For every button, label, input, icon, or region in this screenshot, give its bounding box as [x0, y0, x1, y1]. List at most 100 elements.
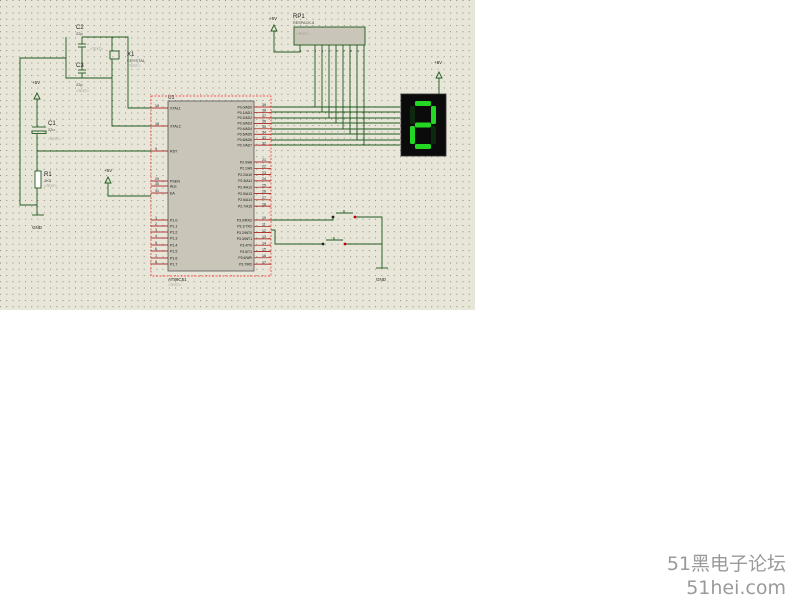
wire-segment [355, 216, 383, 268]
wire-segment [111, 78, 151, 127]
u1-pin-number: 22 [262, 165, 266, 169]
u1-pin-name: ALE [170, 184, 177, 188]
u1-pin-name: PSEN [170, 179, 180, 183]
u1-pin-number: 4 [155, 234, 157, 238]
u1-pin-name: P0.2/AD2 [237, 116, 252, 120]
u1-text: <TEXT> [168, 283, 181, 287]
u1-pin-name: P0.3/AD3 [237, 122, 252, 126]
rp1-pin-number: 1 [300, 49, 302, 53]
rp1-pin-number: 4 [322, 49, 324, 53]
u1-pin-name: P3.0/RXD [237, 218, 253, 222]
u1-pin-number: 38 [262, 109, 266, 113]
u1-pin-name: P2.1/A9 [240, 167, 252, 171]
rp1-pin-number: 2 [307, 49, 309, 53]
ground-right: GND [376, 267, 388, 282]
u1-pin-number: 35 [262, 125, 266, 129]
u1-pin-name: P3.7/RD [239, 262, 252, 266]
u1-pin-number: 15 [262, 248, 266, 252]
u1-pin-name: XTAL2 [170, 124, 181, 128]
wire-segment [81, 59, 113, 79]
u1-pin-number: 29 [155, 177, 159, 181]
segment-d [415, 144, 431, 149]
gnd-left-label: GND [32, 225, 43, 230]
u1-pin-name: EA [170, 191, 175, 195]
capacitor-c2[interactable]: C2 22p <TEXT> [76, 25, 103, 51]
rp1-pin-number: 7 [343, 49, 345, 53]
u1-pin-number: 21 [262, 158, 266, 162]
u1-pin-name: P1.6 [170, 256, 177, 260]
pushbutton-1[interactable] [331, 210, 357, 219]
resistor-r1[interactable]: R1 1K0 <TEXT> [34, 170, 57, 189]
rp1-pin-number: 3 [314, 49, 316, 53]
rp1-pin-number: 9 [358, 49, 360, 53]
power-vcc-c1: +5V [32, 80, 41, 100]
u1-pin-name: XTAL1 [170, 106, 181, 110]
rp1-text: <TEXT> [296, 32, 309, 36]
u1-pin-number: 11 [262, 223, 266, 227]
u1-pin-number: 34 [262, 130, 266, 134]
capacitor-c3[interactable]: C3 22p <TEXT> [76, 63, 89, 93]
u1-pin-name: P0.6/AD6 [237, 138, 252, 142]
u1-pin-number: 7 [155, 254, 157, 258]
u1-pin-number: 5 [155, 241, 157, 245]
pushbutton-2[interactable] [321, 237, 347, 246]
u1-pin-name: P3.5/T1 [240, 250, 252, 254]
crystal-x1[interactable]: X1 CRYSTAL <TEXT> [109, 50, 146, 68]
watermark-line-1: 51黑电子论坛 [666, 553, 786, 575]
c2-value: 22p [76, 31, 83, 36]
u1-pin-name: P2.4/A12 [238, 186, 252, 190]
seven-segment-display[interactable]: 2 [0, 0, 447, 157]
u1-pin-number: 9 [155, 147, 157, 151]
u1-pin-number: 2 [155, 222, 157, 226]
u1-pin-number: 10 [262, 216, 266, 220]
u1-pin-number: 39 [262, 103, 266, 107]
u1-pin-name: P0.5/AD5 [237, 133, 252, 137]
u1-pin-number: 6 [155, 247, 157, 251]
vcc-c1-label: +5V [32, 80, 40, 85]
x1-value: CRYSTAL [127, 58, 146, 63]
u1-pin-name: P3.6/WR [238, 256, 252, 260]
u1-pin-number: 12 [262, 229, 266, 233]
schematic-canvas: C2 22p <TEXT> C3 22p <TEXT> X1 CRYSTAL <… [0, 0, 475, 310]
u1-pin-number: 33 [262, 136, 266, 140]
u1-pin-name: P1.2 [170, 230, 177, 234]
capacitor-c1[interactable]: C1 22u <TEXT> [31, 121, 61, 141]
rp1-pin-number: 5 [329, 49, 331, 53]
u1-pin-number: 19 [155, 104, 159, 108]
u1-pin-number: 31 [155, 189, 159, 193]
c3-value: 22p [76, 82, 83, 87]
rp1-pin-number: 8 [350, 49, 352, 53]
segment-e [410, 126, 415, 144]
wire-segment [112, 36, 151, 109]
gnd-right-label: GND [376, 277, 387, 282]
u1-pin-name: P0.0/AD0 [237, 105, 252, 109]
u1-pin-name: P1.7 [170, 262, 177, 266]
u1-pin-number: 32 [262, 141, 266, 145]
wires [19, 31, 440, 268]
vcc-rp-label: +5V [269, 16, 277, 21]
c1-ref: C1 [48, 121, 56, 127]
wire-segment [271, 229, 323, 245]
mcu-u1[interactable]: U1 AT89C51 <TEXT> 19XTAL118XTAL29RST29PS… [150, 95, 272, 287]
c1-value: 22u [48, 127, 55, 132]
segment-f [410, 106, 415, 124]
x1-text: <TEXT> [127, 64, 140, 68]
u1-pin-name: P1.3 [170, 236, 177, 240]
u1-pin-number: 3 [155, 228, 157, 232]
u1-pin-number: 8 [155, 260, 157, 264]
u1-pin-name: P2.5/A13 [238, 192, 252, 196]
u1-pin-name: P3.1/TXD [237, 225, 252, 229]
segment-a [415, 101, 431, 106]
vcc-ea-label: +5V [104, 168, 112, 173]
rp1-pin-number: 6 [336, 49, 338, 53]
display-segments [410, 101, 436, 149]
c1-text: <TEXT> [48, 137, 61, 141]
u1-pin-name: P2.0/A8 [240, 160, 252, 164]
u1-pin-number: 26 [262, 190, 266, 194]
u1-pin-name: RST [170, 149, 178, 153]
u1-pin-name: P0.1/AD1 [237, 111, 252, 115]
c3-text: <TEXT> [76, 89, 89, 93]
u1-pin-name: P3.3/INT1 [237, 237, 252, 241]
u1-pin-number: 36 [262, 120, 266, 124]
